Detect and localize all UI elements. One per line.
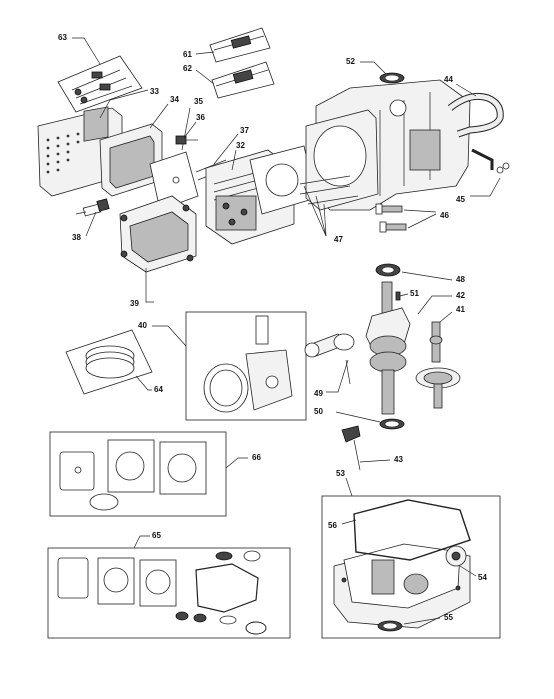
callout-33: 33 — [150, 87, 159, 96]
crankcase-block[interactable] — [305, 79, 471, 211]
callout-53: 53 — [336, 469, 345, 478]
governor-gear-54[interactable] — [445, 545, 467, 567]
camshaft-41[interactable] — [415, 321, 461, 409]
callout-56: 56 — [328, 521, 337, 530]
callout-40: 40 — [138, 321, 147, 330]
woodruff-key-51[interactable] — [395, 291, 401, 301]
gasket-kit-66[interactable] — [59, 439, 207, 511]
callout-44: 44 — [444, 75, 453, 84]
callout-45: 45 — [456, 195, 465, 204]
head-gasket[interactable] — [249, 145, 317, 215]
callout-41: 41 — [456, 305, 465, 314]
callout-61: 61 — [183, 50, 192, 59]
air-filter-element-34[interactable] — [99, 123, 163, 197]
gasket-kit-65-box — [47, 547, 291, 639]
callout-42: 42 — [456, 291, 465, 300]
sump-box-53 — [321, 495, 501, 639]
dowel-pins-46[interactable] — [375, 203, 407, 233]
callout-50: 50 — [314, 407, 323, 416]
bolt-kit-63[interactable] — [57, 55, 143, 113]
sump-gasket-56[interactable] — [353, 499, 471, 561]
callout-66: 66 — [252, 453, 261, 462]
callout-51: 51 — [410, 289, 419, 298]
callout-34: 34 — [170, 95, 179, 104]
gasket-kit-66-box — [49, 431, 227, 517]
seal-50[interactable] — [379, 418, 405, 430]
dipstick-43[interactable] — [341, 425, 361, 471]
callout-55: 55 — [444, 613, 453, 622]
valve-kit-61[interactable] — [209, 27, 271, 63]
crank-seal-48[interactable] — [375, 263, 401, 277]
head-bolts-47[interactable] — [299, 175, 359, 205]
piston-kit-box — [185, 311, 307, 421]
callout-35: 35 — [194, 97, 203, 106]
hex-key-45[interactable] — [471, 148, 510, 174]
callout-46: 46 — [440, 211, 449, 220]
air-filter-cover-33[interactable] — [37, 106, 123, 197]
callout-43: 43 — [394, 455, 403, 464]
filter-gasket-35[interactable] — [149, 151, 199, 211]
callout-54: 54 — [478, 573, 487, 582]
callout-63: 63 — [58, 33, 67, 42]
screw-36[interactable] — [175, 135, 198, 145]
callout-47: 47 — [334, 235, 343, 244]
crankshaft-42[interactable] — [365, 281, 411, 415]
callout-64: 64 — [154, 385, 163, 394]
gasket-kit-65[interactable] — [57, 550, 267, 635]
connecting-rod-49[interactable] — [304, 333, 355, 385]
callout-37: 37 — [240, 126, 249, 135]
breather-tube-44[interactable] — [447, 92, 504, 138]
seal-55[interactable] — [377, 620, 403, 632]
callout-48: 48 — [456, 275, 465, 284]
callout-32: 32 — [236, 141, 245, 150]
piston-40[interactable] — [203, 315, 293, 413]
oil-seal-52[interactable] — [379, 72, 405, 84]
valve-cover-39[interactable] — [119, 195, 197, 273]
piston-rings-64[interactable] — [65, 329, 153, 395]
spark-plug-38[interactable] — [75, 198, 110, 217]
callout-62: 62 — [183, 64, 192, 73]
callout-38: 38 — [72, 233, 81, 242]
callout-49: 49 — [314, 389, 323, 398]
sump-cover-53[interactable] — [333, 543, 471, 629]
callout-39: 39 — [130, 299, 139, 308]
callout-52: 52 — [346, 57, 355, 66]
callout-36: 36 — [196, 113, 205, 122]
callout-65: 65 — [152, 531, 161, 540]
valve-kit-62[interactable] — [211, 61, 275, 99]
